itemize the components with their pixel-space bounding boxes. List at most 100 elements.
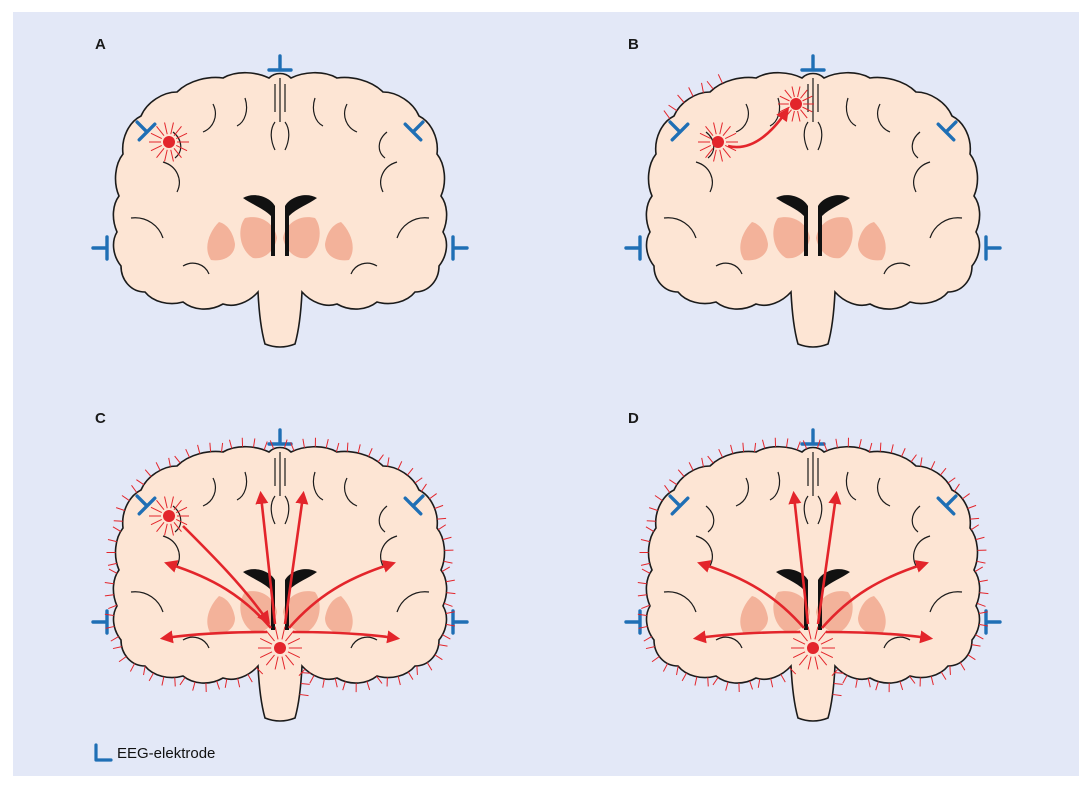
sulcus-line [695, 103, 749, 193]
spike-marks [637, 437, 989, 697]
sulcus-line [182, 262, 378, 275]
seizure-focus [149, 122, 189, 162]
sulcus-line [715, 636, 911, 649]
seizure-focus-brainstem [258, 626, 302, 670]
spread-arrow [821, 560, 929, 629]
seizure-focus-brainstem [791, 626, 835, 670]
thalamus-right [283, 217, 320, 259]
spread-arrow [692, 630, 801, 644]
sulcus-line [663, 217, 963, 239]
seizure-focus-secondary [778, 86, 814, 122]
brain-outline [645, 445, 981, 722]
basal-ganglia-left [740, 596, 768, 635]
figure: A B C D EEG-elektrode [13, 12, 1079, 776]
eeg-electrode-icon [135, 120, 157, 142]
eeg-electrode-icon [451, 609, 469, 635]
thalamus-right [816, 217, 853, 259]
basal-ganglia-right [325, 222, 353, 261]
panel-c: C [13, 386, 546, 760]
panel-a: A [13, 12, 546, 386]
sulcus-line [705, 505, 921, 533]
thalamus-left [240, 217, 277, 259]
panel-d: D [546, 386, 1079, 760]
eeg-electrode-icon [91, 235, 109, 261]
sulcus-line [274, 78, 286, 122]
sulcus-line [769, 471, 857, 501]
eeg-electrode-icon [668, 120, 690, 142]
thalamus-right [816, 591, 853, 633]
eeg-electrode-icon [451, 235, 469, 261]
basal-ganglia-left [207, 596, 235, 635]
eeg-electrode-icon [984, 235, 1002, 261]
basal-ganglia-left [207, 222, 235, 261]
spread-arrow [825, 630, 934, 644]
sulcus-line [803, 121, 823, 151]
sulcus-line [236, 471, 324, 501]
eeg-electrode-icon [800, 54, 826, 72]
thalamus-left [773, 591, 810, 633]
spread-arrow [255, 490, 277, 625]
ventricles [243, 569, 317, 630]
thalamus-left [773, 217, 810, 259]
sulcus-line [182, 636, 378, 649]
spread-arrow [788, 490, 810, 625]
spread-arrow [159, 630, 268, 644]
sulcus-line [236, 97, 324, 127]
eeg-electrode-icon [403, 494, 425, 516]
panel-label-c: C [95, 410, 106, 427]
eeg-electrode-icon [94, 743, 113, 762]
seizure-focus [698, 122, 738, 162]
sulcus-line [274, 452, 286, 496]
spread-arrow [182, 525, 270, 625]
basal-ganglia-right [858, 222, 886, 261]
brain-outline [112, 71, 448, 348]
eeg-electrode-icon [936, 120, 958, 142]
sulcus-line [803, 495, 823, 525]
eeg-electrode-icon [267, 428, 293, 446]
spread-arrow [288, 560, 396, 629]
brain-outline [645, 71, 981, 348]
brain-diagram [624, 428, 1002, 722]
panel-label-b: B [628, 36, 639, 53]
eeg-electrode-icon [668, 494, 690, 516]
ventricles [243, 195, 317, 256]
brain-diagram [91, 54, 469, 348]
eeg-electrode-icon [403, 120, 425, 142]
thalamus-right [283, 591, 320, 633]
seizure-focus [149, 496, 189, 536]
eeg-electrode-icon [936, 494, 958, 516]
sulcus-line [130, 217, 430, 239]
sulcus-line [270, 121, 290, 151]
basal-ganglia-right [858, 596, 886, 635]
sulcus-line [130, 591, 430, 613]
brain-diagram [624, 54, 1002, 348]
eeg-electrode-icon [624, 235, 642, 261]
panel-label-d: D [628, 410, 639, 427]
spread-arrow [816, 490, 842, 625]
basal-ganglia-right [325, 596, 353, 635]
spread-arrow [292, 630, 401, 644]
spike-marks [104, 437, 456, 697]
sulcus-line [344, 103, 398, 193]
legend-label: EEG-elektrode [117, 745, 216, 762]
eeg-electrode-icon [984, 609, 1002, 635]
spread-arrow [283, 490, 309, 625]
eeg-electrode-icon [267, 54, 293, 72]
basal-ganglia-left [740, 222, 768, 261]
brain-outline [112, 445, 448, 722]
sulcus-line [162, 103, 216, 193]
sulcus-line [877, 103, 931, 193]
spread-arrow [697, 560, 805, 629]
sulcus-line [807, 452, 819, 496]
ventricles [776, 195, 850, 256]
spike-marks [663, 74, 723, 119]
sulcus-line [270, 495, 290, 525]
panel-b: B [546, 12, 1079, 386]
sulcus-line [663, 591, 963, 613]
sulcus-line [715, 262, 911, 275]
ventricles [776, 569, 850, 630]
eeg-electrode-icon [135, 494, 157, 516]
spread-arrow [727, 107, 789, 149]
eeg-electrode-icon [800, 428, 826, 446]
panel-label-a: A [95, 36, 106, 53]
